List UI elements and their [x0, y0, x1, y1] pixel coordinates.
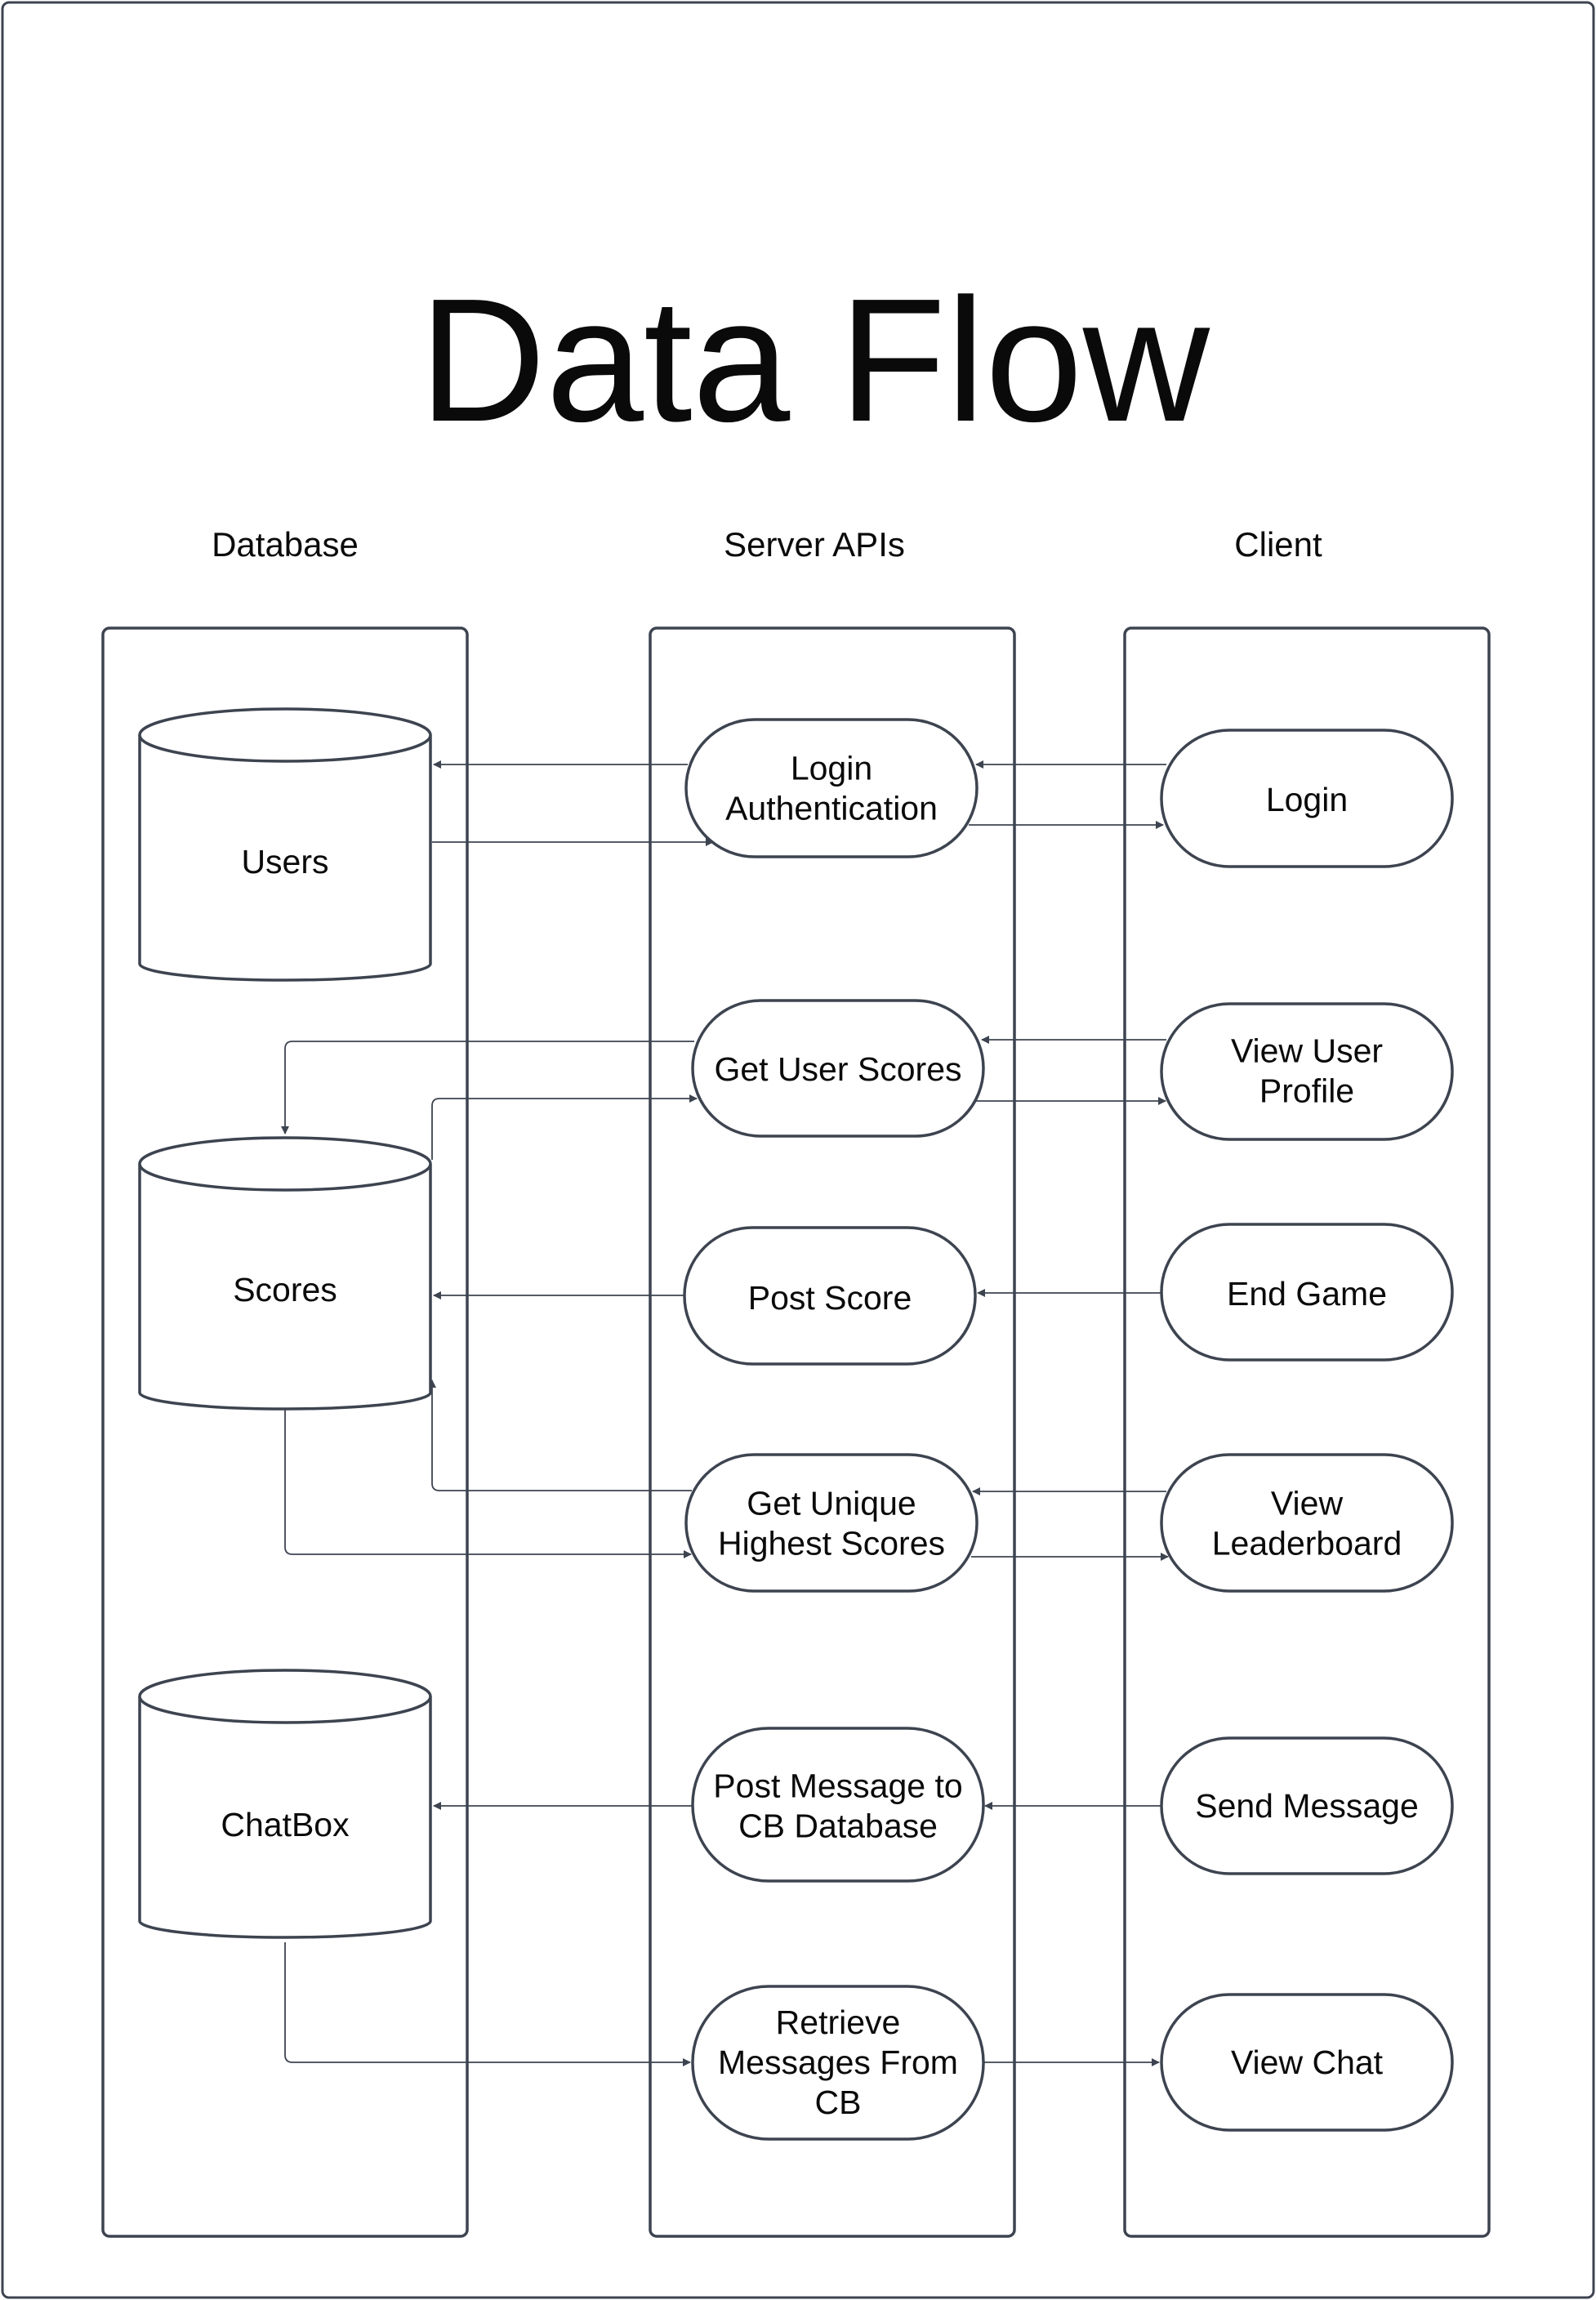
client-login-label: Login [1266, 781, 1348, 818]
edge-get-user-scores-to-scores [281, 1041, 694, 1134]
label-line: End Game [1227, 1275, 1387, 1313]
server-api-post-score: Post Score [683, 1226, 977, 1366]
edge-chatbox-to-retrieve-messages [284, 1942, 691, 2066]
database-chatbox: ChatBox [138, 1669, 432, 1939]
client-send-message: Send Message [1160, 1736, 1454, 1875]
label-line: CB Database [738, 1807, 938, 1845]
lane-label-server-apis: Server APIs [724, 525, 905, 564]
label-line: View User [1231, 1032, 1383, 1070]
database-users: Users [138, 707, 432, 982]
client-send-message-label: Send Message [1195, 1787, 1419, 1825]
edge-get-unique-highest-to-scores [428, 1380, 692, 1491]
label-line: Get Unique [747, 1485, 916, 1522]
database-scores: Scores [138, 1136, 432, 1411]
database-users-label: Users [241, 843, 328, 880]
edges [281, 760, 1169, 2066]
client-view-chat: View Chat [1160, 1993, 1454, 2132]
label-line: View [1271, 1485, 1344, 1522]
label-line: Messages From [718, 2044, 958, 2081]
label-line: Login [791, 750, 872, 787]
label-line: Post Score [748, 1279, 912, 1317]
label-line: Profile [1259, 1072, 1354, 1110]
lane-label-database: Database [212, 525, 359, 564]
client-end-game: End Game [1160, 1223, 1454, 1362]
edge-scores-to-get-unique-highest [284, 1409, 692, 1558]
client-login: Login [1160, 729, 1454, 868]
database-chatbox-label: ChatBox [221, 1806, 350, 1843]
label-line: Get User Scores [714, 1050, 961, 1088]
lane-client [1123, 626, 1491, 2238]
label-line: CB [815, 2084, 862, 2121]
edge-scores-to-get-user-scores [431, 1094, 698, 1160]
label-line: Highest Scores [718, 1525, 945, 1562]
diagram-title: Data Flow [419, 261, 1210, 458]
server-api-post-score-label: Post Score [748, 1279, 912, 1317]
label-line: View Chat [1231, 2044, 1384, 2081]
label-line: Authentication [725, 790, 938, 827]
lane-database [101, 626, 469, 2238]
client-view-chat-label: View Chat [1231, 2044, 1384, 2081]
lane-label-client: Client [1234, 525, 1322, 564]
label-line: Login [1266, 781, 1348, 818]
server-api-get-user-scores-label: Get User Scores [714, 1050, 961, 1088]
client-end-game-label: End Game [1227, 1275, 1387, 1313]
server-api-get-user-scores: Get User Scores [691, 999, 985, 1138]
label-line: Retrieve [776, 2004, 901, 2041]
label-line: Post Message to [713, 1767, 962, 1805]
label-line: Leaderboard [1212, 1525, 1402, 1562]
lane-server-apis [649, 626, 1016, 2238]
label-line: Send Message [1195, 1787, 1419, 1825]
database-scores-label: Scores [233, 1271, 337, 1308]
